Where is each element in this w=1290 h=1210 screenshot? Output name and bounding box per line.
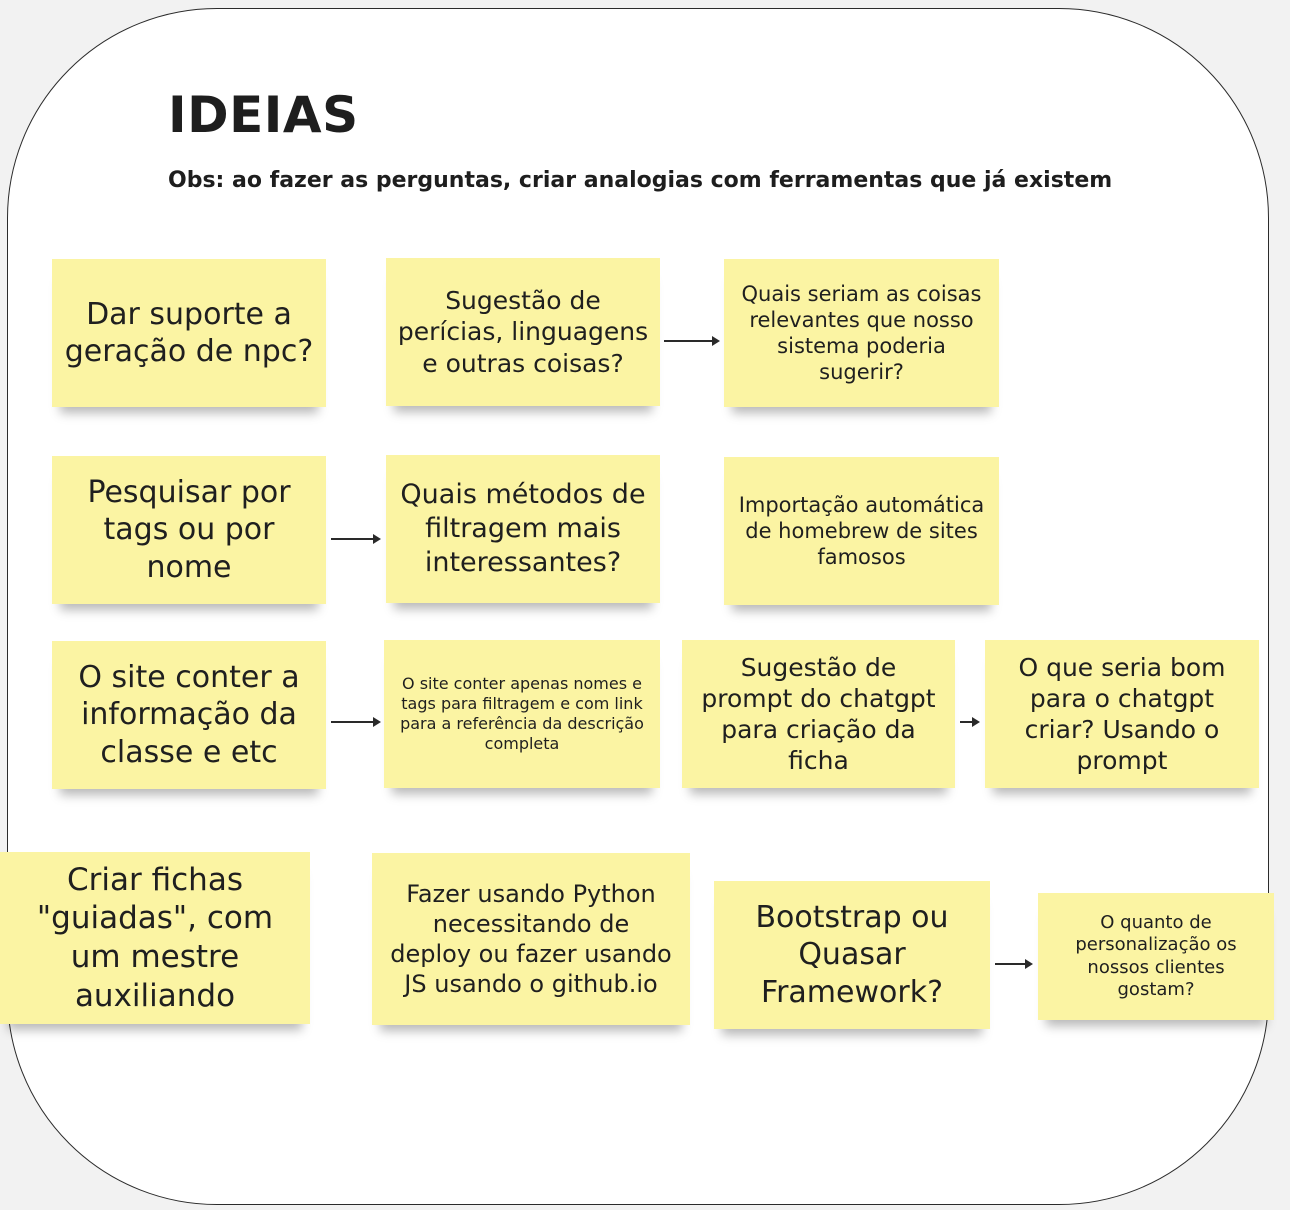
sticky-site-nomes[interactable]: O site conter apenas nomes e tags para f… bbox=[384, 640, 660, 788]
sticky-text: Sugestão de prompt do chatgpt para criaç… bbox=[701, 652, 936, 776]
sticky-text: Bootstrap ou Quasar Framework? bbox=[755, 899, 949, 1010]
sticky-text: Fazer usando Python necessitando de depl… bbox=[390, 880, 672, 998]
board-subtitle: Obs: ao fazer as perguntas, criar analog… bbox=[168, 168, 1113, 193]
sticky-fichas[interactable]: Criar fichas "guiadas", com um mestre au… bbox=[0, 852, 310, 1024]
sticky-prompt[interactable]: Sugestão de prompt do chatgpt para criaç… bbox=[682, 640, 955, 788]
sticky-text: Quais métodos de filtragem mais interess… bbox=[400, 479, 646, 578]
sticky-text: Criar fichas "guiadas", com um mestre au… bbox=[36, 861, 274, 1014]
arrow-siteinfo-sitenomes bbox=[331, 717, 381, 727]
sticky-python[interactable]: Fazer usando Python necessitando de depl… bbox=[372, 853, 690, 1025]
arrow-bootstrap-personalizacao bbox=[995, 959, 1033, 969]
sticky-text: O quanto de personalização os nossos cli… bbox=[1075, 911, 1237, 1001]
sticky-pesquisar[interactable]: Pesquisar por tags ou por nome bbox=[52, 456, 326, 604]
sticky-npc[interactable]: Dar suporte a geração de npc? bbox=[52, 259, 326, 407]
sticky-personalizacao[interactable]: O quanto de personalização os nossos cli… bbox=[1038, 893, 1274, 1020]
sticky-text: O site conter apenas nomes e tags para f… bbox=[400, 674, 644, 753]
sticky-text: Quais seriam as coisas relevantes que no… bbox=[741, 281, 982, 385]
sticky-text: O site conter a informação da classe e e… bbox=[78, 659, 300, 770]
sticky-relevantes[interactable]: Quais seriam as coisas relevantes que no… bbox=[724, 259, 999, 407]
arrow-pesquisar-filtragem bbox=[331, 534, 381, 544]
sticky-text: Pesquisar por tags ou por nome bbox=[87, 474, 291, 585]
arrow-pericias-relevantes bbox=[664, 336, 720, 346]
sticky-bootstrap[interactable]: Bootstrap ou Quasar Framework? bbox=[714, 881, 990, 1029]
sticky-text: Importação automática de homebrew de sit… bbox=[738, 492, 985, 570]
sticky-text: Sugestão de perícias, linguagens e outra… bbox=[397, 286, 649, 378]
sticky-pericias[interactable]: Sugestão de perícias, linguagens e outra… bbox=[386, 258, 660, 406]
sticky-text: Dar suporte a geração de npc? bbox=[64, 296, 314, 370]
sticky-site-info[interactable]: O site conter a informação da classe e e… bbox=[52, 641, 326, 789]
board-title: IDEIAS bbox=[168, 86, 359, 144]
sticky-text: O que seria bom para o chatgpt criar? Us… bbox=[1018, 652, 1226, 776]
sticky-chatgpt[interactable]: O que seria bom para o chatgpt criar? Us… bbox=[985, 640, 1259, 788]
sticky-importacao[interactable]: Importação automática de homebrew de sit… bbox=[724, 457, 999, 605]
sticky-filtragem[interactable]: Quais métodos de filtragem mais interess… bbox=[386, 455, 660, 603]
arrow-prompt-chatgpt bbox=[960, 717, 980, 727]
